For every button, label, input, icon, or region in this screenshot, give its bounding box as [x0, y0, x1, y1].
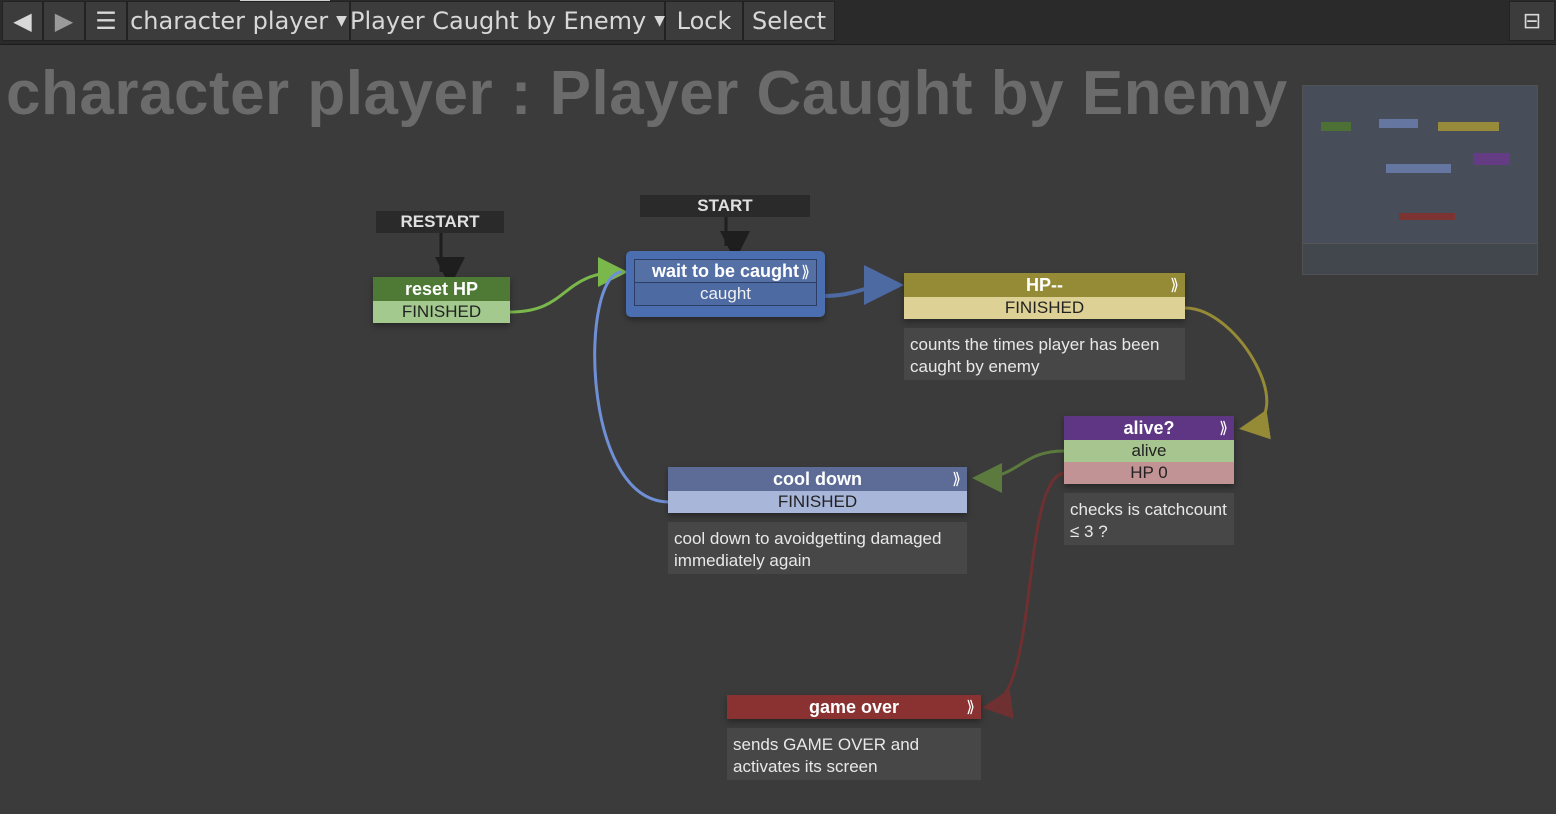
menu-button[interactable]: ☰	[85, 1, 127, 41]
fsm-selector-label: character player	[130, 7, 329, 35]
event-alive[interactable]: alive	[1064, 440, 1234, 462]
node-title: reset HP	[373, 277, 510, 301]
wire-reset-to-wait	[509, 257, 628, 314]
state-node-alive[interactable]: alive? ⟫ alive HP 0	[1064, 416, 1234, 484]
alive-comment: checks is catchcount ≤ 3 ?	[1064, 493, 1234, 545]
select-label: Select	[751, 7, 827, 35]
action-icon: ⟫	[952, 471, 961, 488]
state-node-reset-hp[interactable]: reset HP FINISHED	[373, 277, 510, 323]
chevron-down-icon: ▼	[336, 13, 347, 29]
node-header: cool down ⟫	[668, 467, 967, 491]
minimap-node-alive	[1473, 153, 1510, 165]
restart-tag[interactable]: RESTART	[376, 211, 504, 233]
wire-alive-to-cooldown	[972, 449, 1065, 493]
wire-cooldown-to-wait	[593, 270, 669, 504]
hamburger-menu-icon: ☰	[95, 7, 117, 35]
node-title: HP--	[1026, 274, 1063, 295]
minimap-node-hp-minus	[1438, 122, 1499, 131]
lock-button[interactable]: Lock	[665, 1, 743, 41]
back-arrow-icon: ◀	[13, 7, 32, 35]
action-icon: ⟫	[1170, 277, 1179, 294]
select-button[interactable]: Select	[743, 1, 835, 41]
action-icon: ⟫	[966, 699, 975, 716]
action-icon: ⟫	[1219, 420, 1228, 437]
minimap-node-reset-hp	[1321, 122, 1351, 131]
chevron-down-icon: ▼	[654, 13, 666, 29]
minimap[interactable]	[1302, 85, 1538, 275]
minimap-node-wait	[1379, 119, 1418, 128]
action-icon: ⟫	[801, 264, 810, 281]
state-selector-label: Player Caught by Enemy	[349, 7, 647, 35]
node-title: cool down	[773, 468, 862, 489]
node-title: alive?	[1123, 417, 1175, 438]
minimap-icon: ⊟	[1522, 8, 1542, 34]
forward-button[interactable]: ▶	[43, 1, 85, 41]
event-caught[interactable]: caught	[634, 283, 817, 306]
minimap-node-game-over	[1399, 213, 1455, 220]
graph-title: character player : Player Caught by Enem…	[6, 59, 1288, 128]
lock-label: Lock	[676, 7, 732, 35]
minimap-toggle-button[interactable]: ⊟	[1509, 1, 1555, 41]
back-button[interactable]: ◀	[2, 1, 43, 41]
event-hp-0[interactable]: HP 0	[1064, 462, 1234, 484]
forward-arrow-icon: ▶	[54, 7, 74, 35]
node-header: game over ⟫	[727, 695, 981, 719]
event-finished[interactable]: FINISHED	[373, 301, 510, 323]
state-node-wait-to-be-caught[interactable]: wait to be caught ⟫ caught	[626, 251, 825, 317]
minimap-node-cool-down	[1386, 164, 1451, 173]
node-title: game over	[808, 696, 900, 717]
state-selector-dropdown[interactable]: Player Caught by Enemy ▼	[350, 1, 665, 41]
state-node-hp-minus[interactable]: HP-- ⟫ FINISHED	[904, 273, 1185, 319]
node-title: wait to be caught	[651, 260, 799, 281]
node-header: wait to be caught ⟫	[634, 259, 817, 283]
wire-hp-to-alive	[1184, 306, 1271, 440]
node-header: alive? ⟫	[1064, 416, 1234, 440]
wire-hp0-to-gameover	[982, 471, 1065, 719]
toolbar: ◀ ▶ ☰ character player ▼ Player Caught b…	[0, 0, 1556, 45]
node-header: HP-- ⟫	[904, 273, 1185, 297]
event-finished[interactable]: FINISHED	[904, 297, 1185, 319]
state-node-game-over[interactable]: game over ⟫	[727, 695, 981, 719]
event-finished[interactable]: FINISHED	[668, 491, 967, 513]
wire-wait-to-hp	[821, 265, 904, 306]
state-node-cool-down[interactable]: cool down ⟫ FINISHED	[668, 467, 967, 513]
game-over-comment: sends GAME OVER and activates its screen	[727, 728, 981, 780]
hp-minus-comment: counts the times player has been caught …	[904, 328, 1185, 380]
fsm-selector-dropdown[interactable]: character player ▼	[127, 1, 350, 41]
cool-down-comment: cool down to avoidgetting damaged immedi…	[668, 522, 967, 574]
start-tag[interactable]: START	[640, 195, 810, 217]
